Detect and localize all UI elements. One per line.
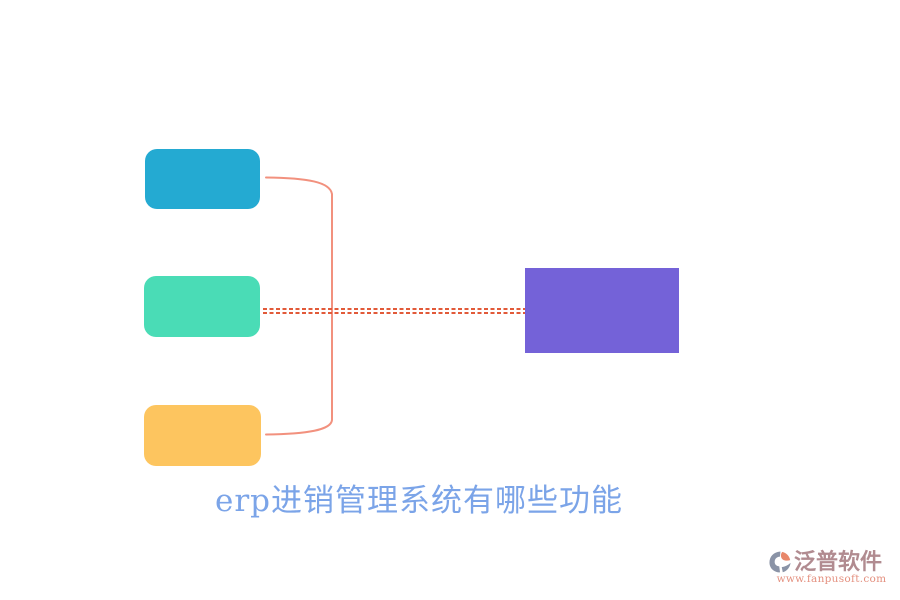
watermark: 泛普软件 www.fanpusoft.com (769, 551, 894, 586)
node-result-purple (525, 268, 679, 353)
dotted-connector-line (263, 311, 525, 314)
fanpu-logo-icon (769, 551, 791, 573)
watermark-url-text: www.fanpusoft.com (776, 573, 887, 585)
node-top-blue (145, 149, 260, 209)
dotted-connector-line (263, 308, 525, 310)
node-middle-green (144, 276, 260, 337)
node-bottom-yellow (144, 405, 261, 466)
watermark-brand-text: 泛普软件 (794, 549, 883, 575)
diagram-title: erp进销管理系统有哪些功能 (214, 483, 623, 519)
